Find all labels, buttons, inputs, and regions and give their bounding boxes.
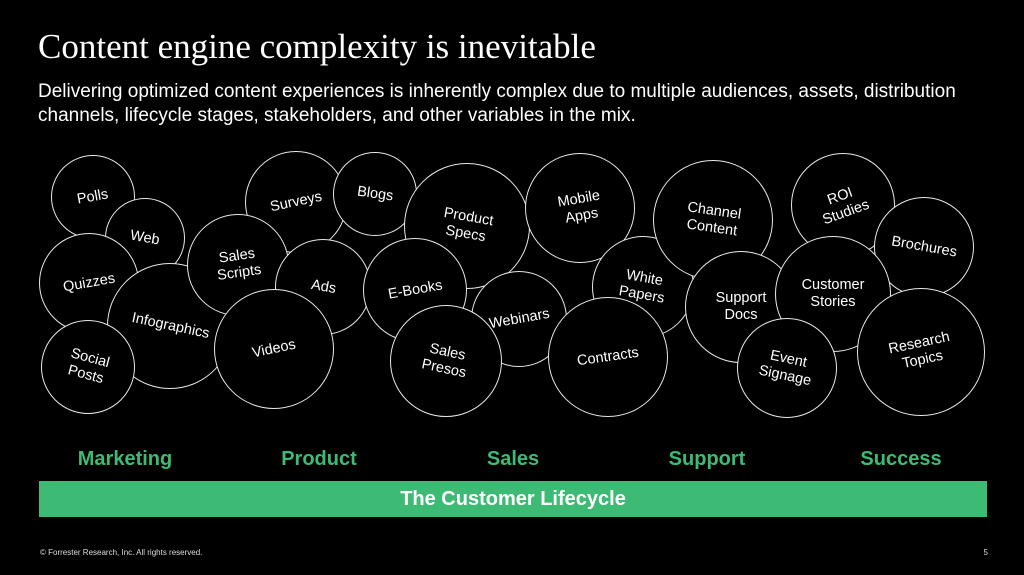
bubble-label: Contracts: [576, 344, 640, 369]
bubble-videos: Videos: [214, 289, 334, 409]
bubble-contracts: Contracts: [548, 297, 668, 417]
bubble-label: Web: [129, 227, 162, 248]
page-number: 5: [983, 548, 988, 557]
bubble-label: Customer Stories: [801, 277, 865, 310]
bubble-label: ROI Studies: [820, 184, 872, 229]
bubble-label: Infographics: [129, 309, 211, 342]
bubble-label: Sales Presos: [420, 340, 469, 382]
bubble-label: Support Docs: [715, 290, 767, 323]
bubble-event-signage: Event Signage: [737, 318, 837, 418]
bubble-label: Product Specs: [442, 204, 495, 246]
bubble-label: Sales Scripts: [216, 245, 263, 284]
bubble-label: Brochures: [890, 232, 959, 261]
bubble-sales-presos: Sales Presos: [390, 305, 502, 417]
slide-title: Content engine complexity is inevitable: [38, 27, 596, 66]
bubble-label: Research Topics: [887, 328, 952, 372]
bubble-label: Polls: [76, 185, 110, 208]
bubble-label: Blogs: [355, 183, 395, 204]
bubble-label: Channel Content: [685, 199, 743, 240]
slide-subtitle: Delivering optimized content experiences…: [38, 81, 956, 126]
bubble-label: E-Books: [386, 276, 444, 303]
bubble-research-topics: Research Topics: [857, 288, 985, 416]
bubble-label: Event Signage: [757, 347, 814, 390]
bubble-label: Surveys: [268, 188, 324, 215]
bubble-blogs: Blogs: [333, 152, 417, 236]
stage-support: Support: [668, 448, 746, 470]
stage-success: Success: [860, 448, 942, 470]
bubble-label: Videos: [250, 336, 298, 361]
bubble-label: Webinars: [487, 305, 551, 332]
customer-lifecycle-bar: The Customer Lifecycle: [39, 481, 987, 517]
stage-sales: Sales: [486, 448, 540, 470]
customer-lifecycle-label: The Customer Lifecycle: [400, 487, 626, 510]
stage-product: Product: [281, 448, 357, 470]
bubble-social-posts: Social Posts: [41, 320, 135, 414]
bubble-label: Social Posts: [66, 345, 112, 388]
bubble-label: Ads: [309, 276, 337, 297]
bubble-label: Mobile Apps: [556, 187, 601, 227]
bubble-brochures: Brochures: [874, 197, 974, 297]
stage-marketing: Marketing: [77, 448, 173, 470]
copyright-footer: © Forrester Research, Inc. All rights re…: [40, 548, 203, 557]
bubble-label: Quizzes: [61, 270, 117, 295]
